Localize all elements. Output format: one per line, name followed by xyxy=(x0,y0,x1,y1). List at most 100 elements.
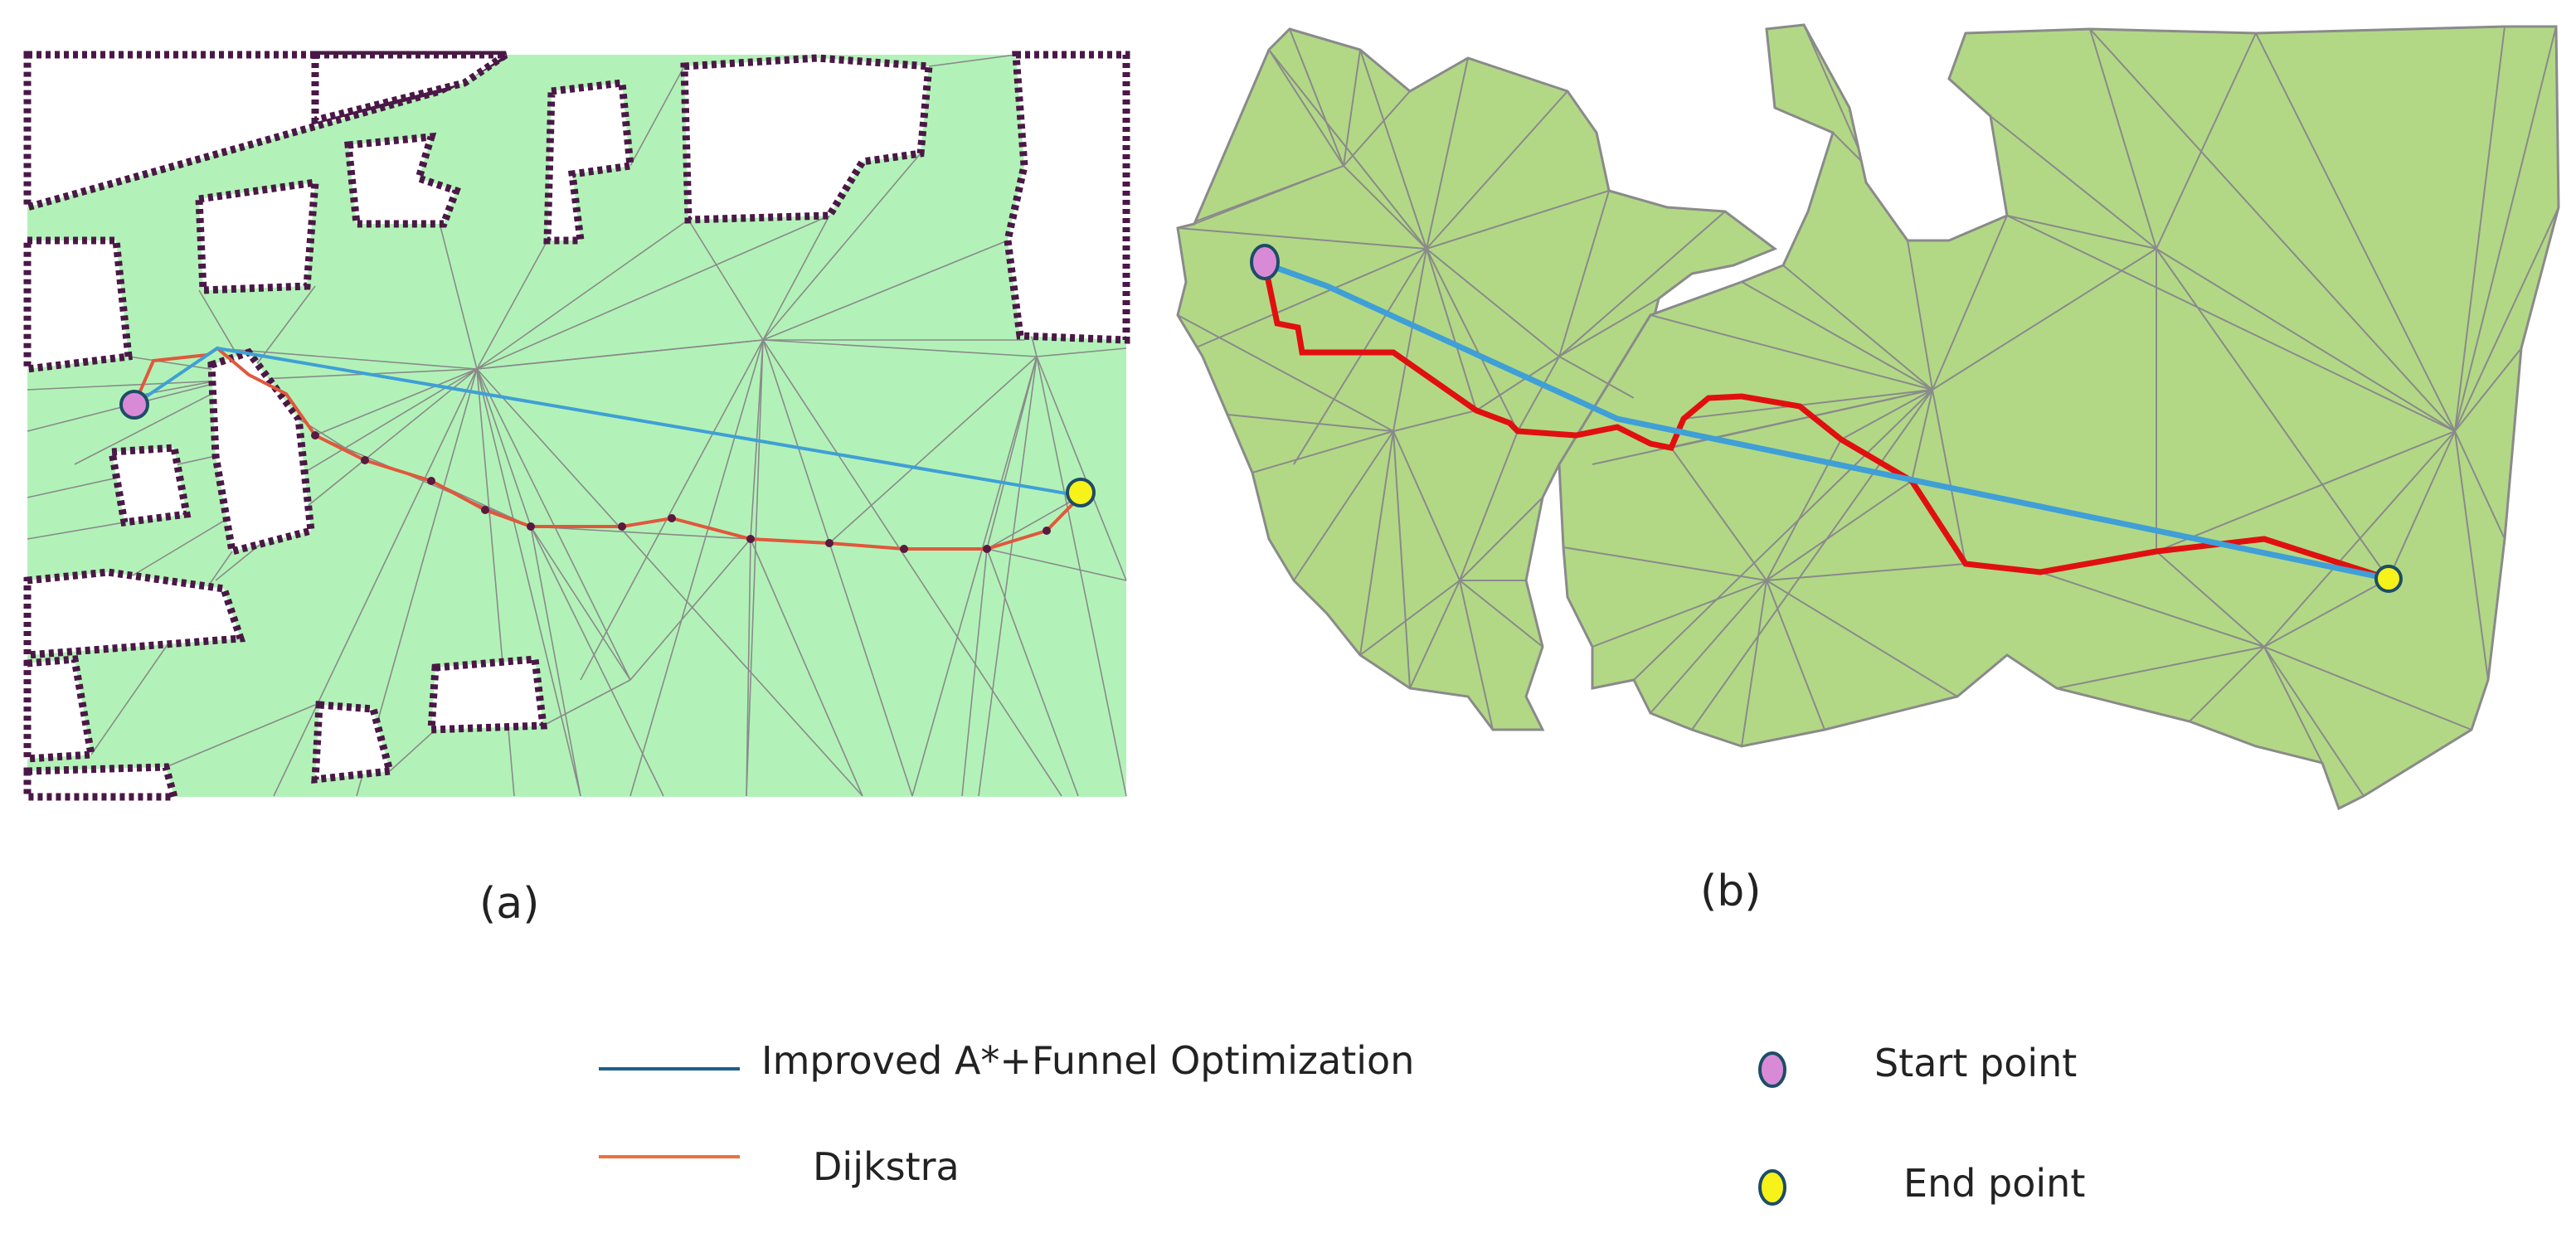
obstacle xyxy=(23,655,96,763)
mesh-edge xyxy=(1459,580,1494,730)
mesh-edge xyxy=(1907,240,1933,391)
panel-a-triangle-mesh xyxy=(27,54,1127,797)
mesh-edge xyxy=(1392,248,1427,432)
mesh-edge xyxy=(1293,248,1427,465)
waypoint-dot xyxy=(527,522,535,531)
mesh-edge xyxy=(389,729,436,772)
mesh-edge xyxy=(476,339,764,370)
panel-b-triangle-mesh-right xyxy=(1563,25,2559,797)
mesh-edge xyxy=(2388,430,2456,580)
mesh-edge xyxy=(1803,25,1867,167)
mesh-edge xyxy=(1426,248,1519,432)
mesh-edge xyxy=(750,538,863,797)
mesh-edge xyxy=(746,339,764,797)
obstacle xyxy=(23,763,179,801)
mesh-edge xyxy=(1741,580,1767,747)
panel-b-right-region xyxy=(1558,23,2560,811)
mesh-edge xyxy=(248,285,316,376)
mesh-edge xyxy=(2156,248,2456,432)
mesh-edge xyxy=(1633,389,1933,681)
mesh-edge xyxy=(314,435,532,527)
obstacle xyxy=(107,444,192,527)
mesh-edge xyxy=(1932,389,1966,565)
panel-a-end-marker xyxy=(1066,478,1096,507)
mesh-edge xyxy=(762,339,913,797)
mesh-edge xyxy=(762,215,830,341)
panel-b-label: (b) xyxy=(1700,867,1762,916)
mesh-edge xyxy=(2156,430,2456,552)
mesh-edge xyxy=(1832,132,1867,167)
mesh-edge xyxy=(2006,215,2157,250)
panel-a-start-marker xyxy=(119,390,149,420)
mesh-edge xyxy=(2263,578,2389,648)
mesh-edge xyxy=(1036,356,1127,581)
mesh-edge xyxy=(1932,248,2157,391)
mesh-edge xyxy=(762,339,1038,357)
mesh-edge xyxy=(2056,646,2265,689)
mesh-edge xyxy=(1741,281,1933,391)
mesh-edge xyxy=(2006,215,2456,432)
mesh-edge xyxy=(1558,356,1635,399)
mesh-edge xyxy=(1343,49,1361,167)
mesh-edge xyxy=(1392,410,1477,432)
mesh-edge xyxy=(1459,430,1519,581)
mesh-edge xyxy=(2454,26,2506,432)
waypoint-dot xyxy=(361,456,369,464)
mesh-edge xyxy=(1359,49,1427,250)
mesh-edge xyxy=(1178,314,1394,432)
mesh-edge xyxy=(314,368,478,436)
mesh-edge xyxy=(2454,26,2557,432)
obstacle xyxy=(311,51,518,125)
mesh-edge xyxy=(2454,206,2559,432)
obstacle xyxy=(195,177,319,294)
mesh-edge xyxy=(2263,646,2323,764)
mesh-edge xyxy=(530,526,631,681)
mesh-edge xyxy=(1932,215,2008,391)
mesh-edge xyxy=(986,548,1079,797)
mesh-edge xyxy=(1426,190,1610,250)
obstacle xyxy=(543,78,634,245)
mesh-edge xyxy=(1227,414,1394,432)
panel-b-start-marker xyxy=(1250,244,1280,280)
mesh-edge xyxy=(1766,563,1966,581)
mesh-edge xyxy=(530,526,751,540)
mesh-edge xyxy=(580,339,764,681)
mesh-edge xyxy=(2454,430,2506,540)
mesh-edge xyxy=(1036,356,1127,797)
mesh-edge xyxy=(1459,580,1543,648)
mesh-edge xyxy=(1558,211,1726,357)
panel-b-triangle-mesh-left xyxy=(1178,29,1726,730)
mesh-edge xyxy=(1392,430,1461,581)
mesh-edge xyxy=(2255,32,2456,432)
mesh-edge xyxy=(1426,248,1560,357)
waypoint-dot xyxy=(746,535,755,543)
mesh-edge xyxy=(762,240,1009,341)
mesh-edge xyxy=(2454,347,2522,432)
mesh-edge xyxy=(1293,430,1394,581)
waypoint-dot xyxy=(618,522,626,531)
obstacle xyxy=(23,236,133,374)
mesh-edge xyxy=(978,356,1038,797)
mesh-edge xyxy=(961,548,988,797)
mesh-edge xyxy=(762,339,1062,797)
waypoint-dot xyxy=(983,545,991,553)
mesh-edge xyxy=(928,54,1017,67)
waypoint-dot xyxy=(668,514,676,522)
mesh-edge xyxy=(1650,580,1767,714)
mesh-edge xyxy=(2189,646,2265,722)
mesh-edge xyxy=(688,219,764,341)
waypoint-dot xyxy=(311,431,319,439)
mesh-edge xyxy=(746,538,751,797)
mesh-edge xyxy=(1359,580,1461,656)
mesh-edge xyxy=(530,526,664,797)
mesh-edge xyxy=(2263,646,2365,797)
waypoint-dot xyxy=(825,539,834,547)
mesh-edge xyxy=(476,215,830,370)
legend xyxy=(599,1051,1786,1206)
mesh-edge xyxy=(1426,57,1469,250)
obstacle xyxy=(1004,51,1130,344)
mesh-edge xyxy=(762,153,921,341)
mesh-edge xyxy=(273,368,478,797)
legend-improved-label: Improved A*+Funnel Optimization xyxy=(761,1038,1415,1083)
obstacle xyxy=(311,701,395,784)
